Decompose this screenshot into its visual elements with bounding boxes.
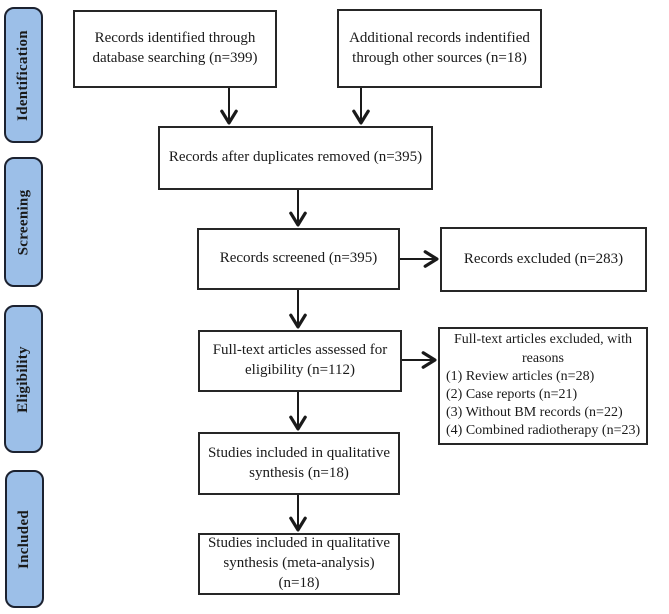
- reason-item-1: (1) Review articles (n=28): [446, 368, 595, 384]
- reason-item-3: (3) Without BM records (n=22): [446, 405, 623, 421]
- stage-identification: Identification: [4, 7, 43, 143]
- box-records-identified-line1: Records identified through: [94, 30, 256, 47]
- box-records-excluded: Records excluded (n=283): [440, 227, 647, 292]
- box-records-identified: Records identified through database sear…: [73, 10, 277, 88]
- box-duplicates-removed: Records after duplicates removed (n=395): [158, 126, 433, 190]
- box-qualitative-synthesis-line2: synthesis (n=18): [249, 464, 349, 481]
- box-meta-analysis: Studies included in qualitative synthesi…: [198, 533, 400, 595]
- box-meta-analysis-line2: synthesis (meta-analysis): [223, 555, 375, 572]
- box-fulltext-excluded-title2: reasons: [522, 350, 564, 366]
- box-additional-records-line2: through other sources (n=18): [352, 49, 527, 66]
- stage-screening: Screening: [4, 157, 43, 287]
- box-qualitative-synthesis: Studies included in qualitative synthesi…: [198, 432, 400, 495]
- reason-item-2: (2) Case reports (n=21): [446, 387, 578, 402]
- fulltext-excluded-reasons: (1) Review articles (n=28) (2) Case repo…: [443, 368, 643, 441]
- box-fulltext-assessed-line1: Full-text articles assessed for: [212, 342, 388, 359]
- box-additional-records: Additional records indentified through o…: [337, 9, 542, 88]
- box-fulltext-excluded-title1: Full-text articles excluded, with: [453, 332, 633, 348]
- box-records-screened-line1: Records screened (n=395): [219, 250, 378, 267]
- box-fulltext-excluded: Full-text articles excluded, with reason…: [438, 327, 648, 445]
- box-qualitative-synthesis-line1: Studies included in qualitative: [207, 444, 391, 461]
- stage-included: Included: [5, 470, 44, 608]
- box-fulltext-assessed-line2: eligibility (n=112): [245, 362, 355, 378]
- box-records-identified-line2: database searching (n=399): [92, 50, 258, 66]
- box-additional-records-line1: Additional records indentified: [349, 29, 530, 46]
- stage-included-label: Included: [16, 509, 32, 569]
- box-records-excluded-line1: Records excluded (n=283): [463, 250, 624, 267]
- stage-eligibility: Eligibility: [4, 305, 43, 453]
- box-meta-analysis-line1: Studies included in qualitative: [207, 535, 391, 552]
- box-duplicates-removed-line1: Records after duplicates removed (n=395): [168, 149, 423, 166]
- box-meta-analysis-line3: (n=18): [278, 574, 320, 591]
- stage-eligibility-label: Eligibility: [15, 345, 31, 413]
- stage-identification-label: Identification: [15, 29, 31, 121]
- box-fulltext-assessed: Full-text articles assessed for eligibil…: [198, 330, 402, 392]
- box-records-screened: Records screened (n=395): [197, 228, 400, 290]
- reason-item-4: (4) Combined radiotherapy (n=23): [446, 423, 641, 439]
- stage-screening-label: Screening: [15, 189, 32, 255]
